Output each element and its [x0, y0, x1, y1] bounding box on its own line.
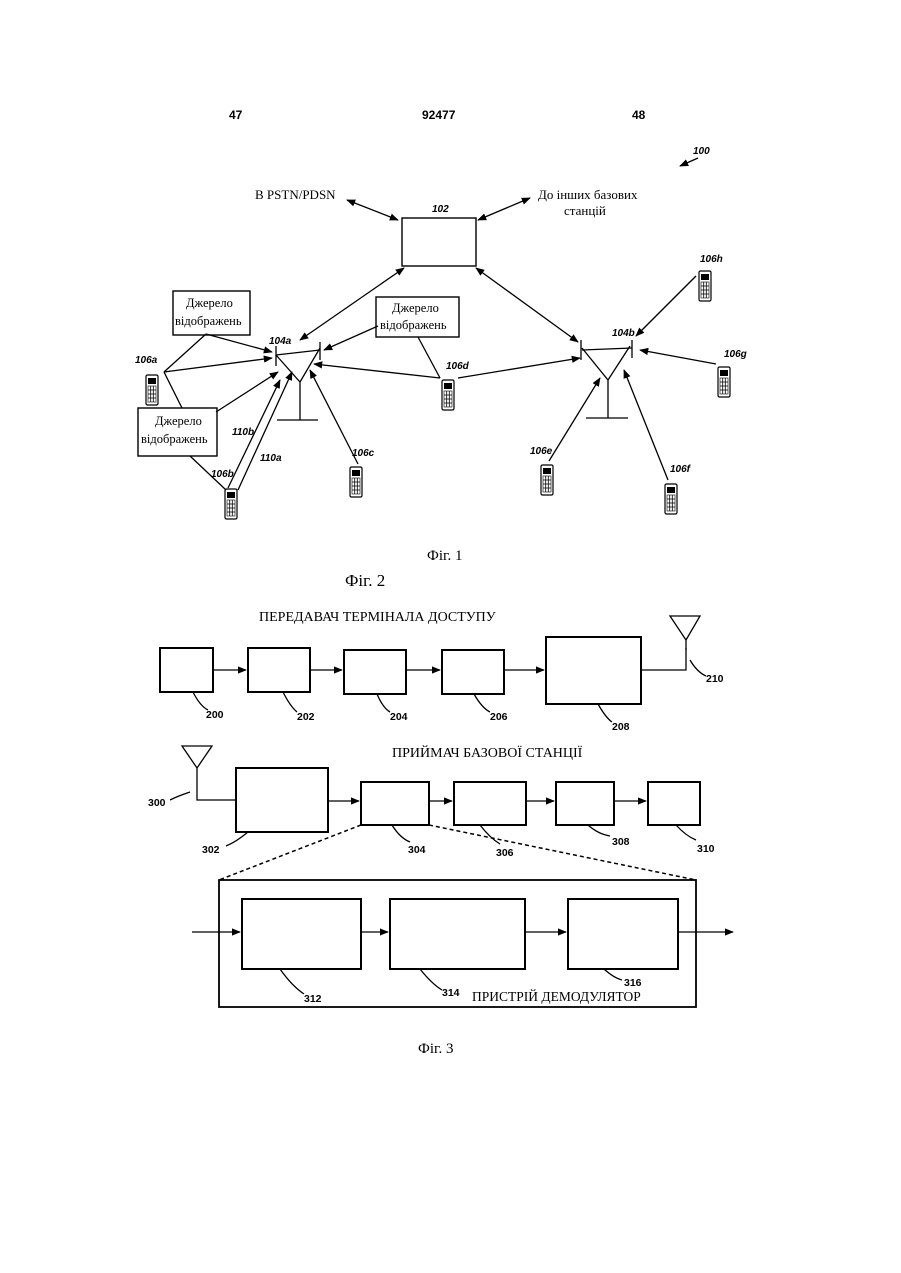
bs-a-ref: 104a: [269, 336, 292, 347]
reflection-source-2-line2: відображень: [380, 318, 447, 332]
figure-2: Фіг. 2 ПЕРЕДАВАЧ ТЕРМІНАЛА ДОСТУПУ 200 2…: [160, 571, 724, 733]
terminal-106c-ref: 106c: [352, 448, 375, 459]
block-302: [236, 768, 328, 832]
terminal-106e-icon: [541, 465, 553, 495]
right-page-number: 48: [632, 108, 646, 122]
other-bs-link: [478, 198, 530, 220]
base-station-b-icon: [581, 340, 632, 418]
block-206: [442, 650, 504, 694]
ref-208: 208: [612, 721, 630, 733]
block-314: [390, 899, 525, 969]
block-310: [648, 782, 700, 825]
fig1-caption: Фіг. 1: [427, 548, 462, 564]
ref-308: 308: [612, 836, 630, 848]
ref-312: 312: [304, 993, 322, 1005]
terminal-106d-ref: 106d: [446, 361, 470, 372]
link-110b-ref: 110b: [232, 427, 254, 438]
antenna-300-icon: [182, 746, 236, 800]
block-306: [454, 782, 526, 825]
base-station-a-icon: [276, 342, 320, 420]
ref-304: 304: [408, 844, 426, 856]
leader-300: [170, 792, 190, 800]
ref-204: 204: [390, 711, 408, 723]
reflection-source-2-line1: Джерело: [392, 301, 439, 315]
other-bs-label-1: До інших базових: [538, 187, 638, 202]
ref-300: 300: [148, 797, 166, 809]
link-110a-ref: 110a: [260, 453, 282, 464]
terminal-106g-icon: [718, 367, 730, 397]
reflection-source-1-line2: відображень: [175, 314, 242, 328]
ref-310: 310: [697, 843, 715, 855]
terminal-106a-ref: 106a: [135, 355, 158, 366]
figure-1: 100 В PSTN/PDSN До інших базових станцій…: [135, 146, 747, 564]
terminal-106f-icon: [665, 484, 677, 514]
demodulator-label: ПРИСТРІЙ ДЕМОДУЛЯТОР: [472, 989, 641, 1004]
zoom-line-left: [219, 825, 361, 880]
fig2-caption: Фіг. 2: [345, 571, 385, 590]
terminal-106h-ref: 106h: [700, 254, 723, 265]
terminal-106c-icon: [350, 467, 362, 497]
block-308: [556, 782, 614, 825]
bsc-box: [402, 218, 476, 266]
left-page-number: 47: [229, 108, 243, 122]
bs-b-links: [458, 276, 716, 480]
terminal-106b-icon: [225, 489, 237, 519]
reflection-source-3-line2: відображень: [141, 432, 208, 446]
system-ref: 100: [693, 146, 710, 157]
system-ref-arrow: [680, 158, 698, 166]
terminal-106f-ref: 106f: [670, 464, 692, 475]
block-316: [568, 899, 678, 969]
fig3-title: ПРИЙМАЧ БАЗОВОЇ СТАНЦІЇ: [392, 744, 583, 761]
reflection-source-3-line1: Джерело: [155, 414, 202, 428]
block-204: [344, 650, 406, 694]
block-202: [248, 648, 310, 692]
ref-210: 210: [706, 673, 724, 685]
ref-314: 314: [442, 987, 460, 999]
fig3-caption: Фіг. 3: [418, 1041, 453, 1057]
pstn-link: [347, 200, 398, 220]
bs-b-ref: 104b: [612, 328, 635, 339]
pstn-label: В PSTN/PDSN: [255, 187, 336, 202]
zoom-line-right: [429, 825, 696, 880]
ref-200: 200: [206, 709, 224, 721]
block-304: [361, 782, 429, 825]
fig2-title: ПЕРЕДАВАЧ ТЕРМІНАЛА ДОСТУПУ: [259, 610, 496, 625]
block-208: [546, 637, 641, 704]
reflection-source-1-line1: Джерело: [186, 296, 233, 310]
terminal-106a-icon: [146, 375, 158, 405]
bsc-bs-b-link: [476, 268, 578, 342]
terminal-106d-icon: [442, 380, 454, 410]
ref-202: 202: [297, 711, 315, 723]
figure-3: ПРИЙМАЧ БАЗОВОЇ СТАНЦІЇ 300 302 304 306 …: [148, 744, 733, 1057]
patent-number: 92477: [422, 108, 456, 122]
block-312: [242, 899, 361, 969]
ref-206: 206: [490, 711, 508, 723]
block-200: [160, 648, 213, 692]
terminal-106h-icon: [699, 271, 711, 301]
ref-306: 306: [496, 847, 514, 859]
bsc-ref: 102: [432, 204, 449, 215]
terminal-106g-ref: 106g: [724, 349, 747, 360]
ref-316: 316: [624, 977, 642, 989]
other-bs-label-2: станцій: [564, 203, 606, 218]
ref-302: 302: [202, 844, 220, 856]
terminal-106e-ref: 106e: [530, 446, 553, 457]
